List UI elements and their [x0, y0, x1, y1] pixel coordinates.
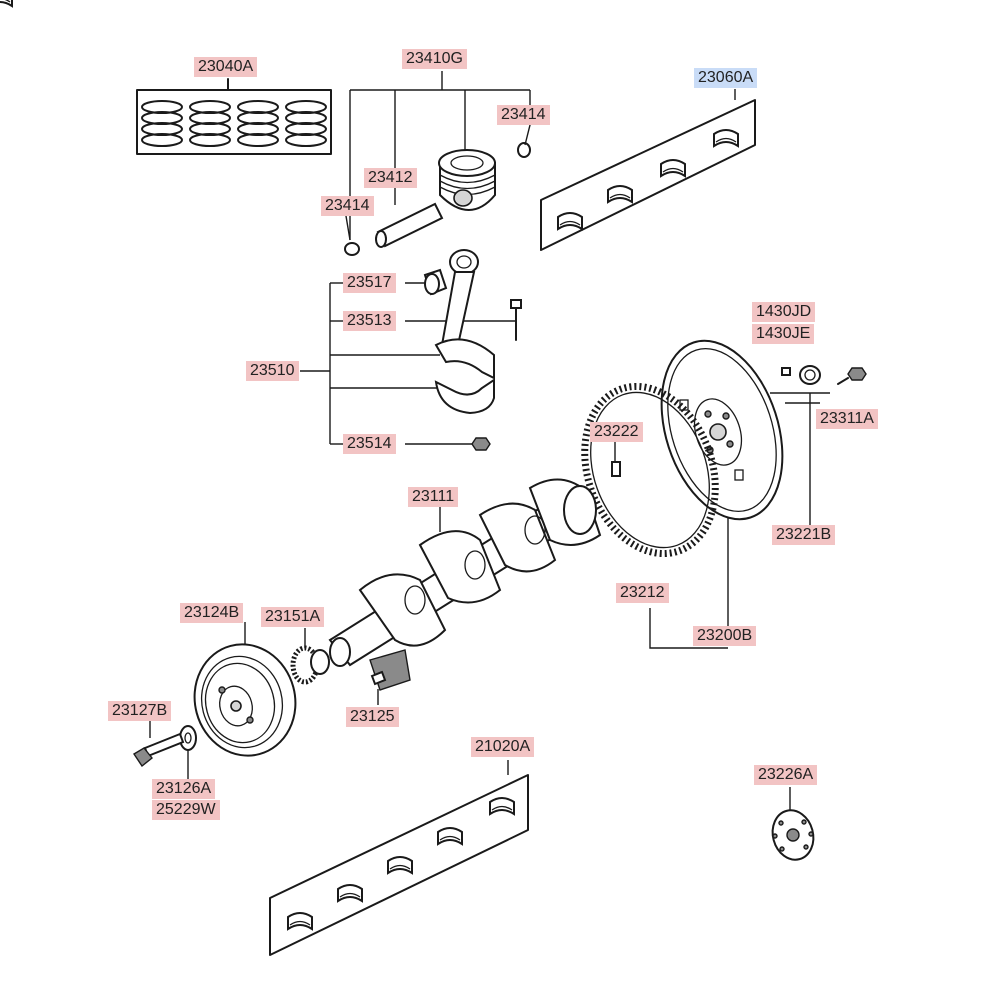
part-label-23414-lower[interactable]: 23414	[321, 196, 374, 216]
rod-nut[interactable]	[471, 437, 491, 451]
part-label-21020A[interactable]: 21020A	[471, 737, 535, 757]
part-label-23222[interactable]: 23222	[590, 422, 643, 442]
part-label-23513[interactable]: 23513	[343, 311, 396, 331]
part-label-23200B[interactable]: 23200B	[693, 626, 757, 646]
crankshaft-leaders	[377, 506, 441, 705]
part-label-23040A[interactable]: 23040A	[194, 57, 258, 77]
pilot-bearing[interactable]	[799, 365, 821, 385]
part-label-23151A[interactable]: 23151A	[261, 607, 325, 627]
part-label-23412[interactable]: 23412	[364, 168, 417, 188]
part-label-23514[interactable]: 23514	[343, 434, 396, 454]
part-label-23517[interactable]: 23517	[343, 273, 396, 293]
part-label-1430JE[interactable]: 1430JE	[752, 324, 815, 344]
pulley-washer[interactable]	[179, 725, 197, 782]
part-label-23111[interactable]: 23111	[408, 487, 459, 507]
flywheel[interactable]	[640, 325, 803, 535]
part-label-23221B[interactable]: 23221B	[772, 525, 836, 545]
connecting-rod-leaders	[300, 282, 515, 445]
part-label-23410G[interactable]: 23410G	[402, 49, 467, 69]
part-label-23124B[interactable]: 23124B	[180, 603, 244, 623]
part-label-23125[interactable]: 23125	[346, 707, 399, 727]
dowel-pin[interactable]	[611, 461, 621, 477]
part-label-23060A[interactable]: 23060A	[694, 68, 758, 88]
part-label-23212[interactable]: 23212	[616, 583, 669, 603]
piston-ring-set[interactable]	[136, 78, 332, 155]
drive-plate[interactable]	[767, 787, 819, 864]
rod-bolt[interactable]	[510, 299, 522, 341]
small-end-bushing[interactable]	[423, 268, 448, 296]
damper-pulley[interactable]	[182, 622, 308, 767]
part-label-23510[interactable]: 23510	[246, 361, 299, 381]
crankshaft[interactable]	[328, 478, 602, 691]
dowel-1430JD[interactable]	[781, 367, 791, 376]
pulley-bolt[interactable]	[133, 720, 185, 768]
part-label-23311A[interactable]: 23311A	[816, 409, 878, 429]
flywheel-leaders	[614, 392, 830, 649]
main-bearing-set-upper[interactable]	[0, 0, 756, 251]
piston-pin[interactable]	[375, 202, 444, 248]
snap-ring-lower[interactable]	[344, 242, 360, 256]
part-label-23414-upper[interactable]: 23414	[497, 105, 550, 125]
part-label-25229W[interactable]: 25229W	[152, 800, 220, 820]
main-bearing-set-lower[interactable]	[269, 760, 529, 956]
crankshaft-sprocket[interactable]	[290, 628, 330, 685]
part-label-23126A[interactable]: 23126A	[152, 779, 216, 799]
part-label-23226A[interactable]: 23226A	[754, 765, 818, 785]
piston[interactable]	[438, 149, 496, 211]
snap-ring-upper[interactable]	[517, 142, 531, 158]
connecting-rod[interactable]	[434, 249, 495, 380]
flywheel-bolt[interactable]	[837, 367, 867, 385]
part-label-1430JD[interactable]: 1430JD	[752, 302, 816, 322]
rod-cap[interactable]	[434, 378, 495, 415]
crankshaft-key[interactable]	[370, 670, 387, 686]
part-label-23127B[interactable]: 23127B	[108, 701, 172, 721]
